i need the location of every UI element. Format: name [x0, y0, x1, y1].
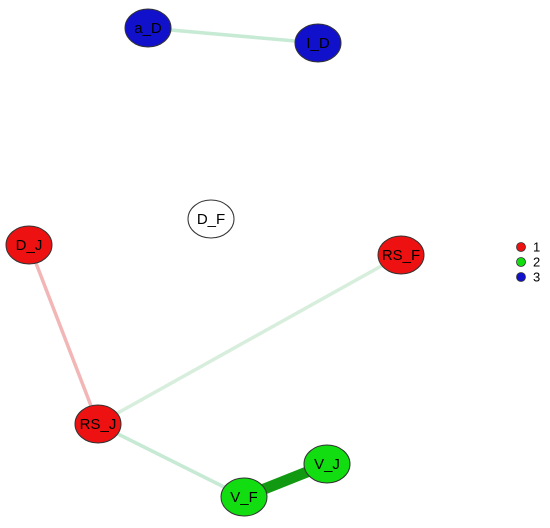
node-d-j: D_J — [5, 225, 53, 265]
node-circle — [187, 199, 235, 239]
legend-label: 1 — [533, 239, 540, 254]
legend: 123 — [516, 239, 540, 284]
node-label: D_J — [16, 237, 43, 254]
node-label: D_F — [197, 211, 225, 228]
legend-item-1: 1 — [516, 239, 540, 254]
legend-item-3: 3 — [516, 269, 540, 284]
legend-label: 3 — [533, 269, 540, 284]
legend-swatch — [516, 257, 526, 267]
nodes-layer: a_D I_D D_F D_J RS_F RS_J V_F V_J — [5, 8, 425, 517]
node-d-f: D_F — [187, 199, 235, 239]
node-circle — [377, 235, 425, 275]
node-label: I_D — [306, 35, 330, 52]
legend-swatch — [516, 242, 526, 252]
node-circle — [303, 444, 351, 484]
edge-a-d-i-d — [147, 26, 319, 45]
node-v-f: V_F — [220, 477, 268, 517]
node-circle — [5, 225, 53, 265]
node-label: RS_F — [382, 247, 420, 264]
node-circle — [220, 477, 268, 517]
node-rs-j: RS_J — [74, 404, 122, 444]
node-label: V_J — [314, 456, 340, 473]
legend-label: 2 — [533, 254, 540, 269]
legend-swatch — [516, 272, 526, 282]
legend-item-2: 2 — [516, 254, 540, 269]
node-rs-f: RS_F — [377, 235, 425, 275]
node-circle — [124, 8, 172, 48]
edge-rs-j-rs-f — [97, 253, 402, 426]
node-circle — [74, 404, 122, 444]
node-label: RS_J — [80, 416, 117, 433]
node-a-d: a_D — [124, 8, 172, 48]
node-v-j: V_J — [303, 444, 351, 484]
edge-rs-j-v-f — [97, 422, 245, 499]
node-i-d: I_D — [294, 23, 342, 63]
node-label: a_D — [134, 20, 162, 37]
edge-d-j-rs-j — [27, 244, 100, 425]
node-label: V_F — [230, 489, 258, 506]
node-circle — [294, 23, 342, 63]
